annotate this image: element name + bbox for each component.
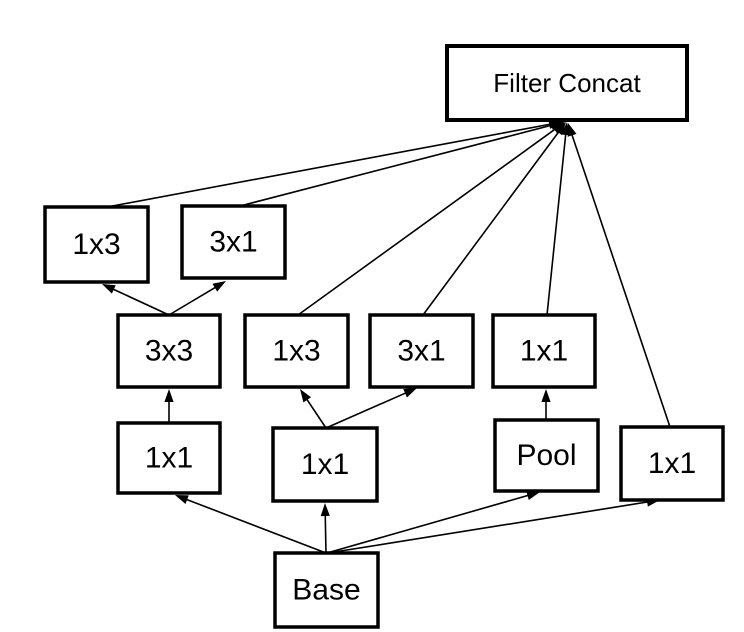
node-base: Base <box>273 551 380 629</box>
node-b1-3x1: 3x1 <box>180 204 287 280</box>
edge-b2-1x1-to-b2-1x3 <box>300 389 327 429</box>
arrowhead-icon <box>212 281 226 292</box>
node-b1-1x3: 1x3 <box>43 205 150 284</box>
arrowhead-icon <box>567 123 577 137</box>
node-box <box>180 204 287 280</box>
node-b3-1x1: 1x1 <box>491 313 597 389</box>
arrowhead-icon <box>554 122 566 136</box>
node-b2-3x1: 3x1 <box>368 313 475 389</box>
edge-base-to-pool <box>326 491 540 554</box>
edge-line <box>168 285 217 316</box>
edge-line <box>324 513 327 554</box>
node-box <box>273 551 380 629</box>
edge-line <box>111 287 170 316</box>
node-label: 1x1 <box>301 448 349 481</box>
node-label: 1x3 <box>72 228 120 261</box>
arrowhead-icon <box>175 495 189 504</box>
node-b2-1x3: 1x3 <box>243 313 350 389</box>
node-label: 3x1 <box>209 226 257 259</box>
edge-line <box>184 498 327 554</box>
edge-b3-1x1-to-filter-concat <box>546 122 571 316</box>
edge-b1-1x1-to-b1-3x3 <box>164 389 174 423</box>
node-label: 1x1 <box>648 447 696 480</box>
node-box <box>243 313 350 389</box>
node-label: 1x3 <box>272 335 320 368</box>
node-box <box>116 421 222 495</box>
node-label: Pool <box>516 439 576 472</box>
node-label: Base <box>292 574 360 607</box>
node-b4-1x1: 1x1 <box>619 425 725 502</box>
node-label: 1x1 <box>520 335 568 368</box>
node-box <box>493 418 600 493</box>
edge-b1-3x1-to-filter-concat <box>239 120 564 207</box>
edge-b2-1x1-to-b2-3x1 <box>325 388 417 429</box>
edge-line <box>570 133 671 428</box>
edge-b1-3x3-to-b1-3x1 <box>168 281 226 316</box>
node-label: 3x3 <box>145 335 193 368</box>
node-label: 1x1 <box>145 442 193 475</box>
arrowhead-icon <box>526 491 540 501</box>
node-box <box>43 205 150 284</box>
edge-line <box>305 397 327 429</box>
node-filter-concat: Filter Concat <box>445 44 689 122</box>
edge-line <box>422 130 561 316</box>
edge-line <box>546 132 567 316</box>
arrowhead-icon <box>300 389 312 403</box>
node-b1-3x3: 3x3 <box>116 313 222 389</box>
node-pool: Pool <box>493 418 600 493</box>
edge-b1-3x3-to-b1-1x3 <box>102 284 170 316</box>
arrowhead-icon <box>320 503 330 517</box>
edge-line <box>297 127 557 316</box>
edge-b4-1x1-to-filter-concat <box>567 123 671 428</box>
arrowhead-icon <box>164 389 174 402</box>
node-label: 3x1 <box>397 335 445 368</box>
arrowhead-icon <box>102 284 116 294</box>
arrowhead-icon <box>403 388 417 398</box>
node-box <box>271 426 379 503</box>
edge-b2-1x3-to-filter-concat <box>297 122 565 316</box>
node-b2-1x1: 1x1 <box>271 426 379 503</box>
node-b1-1x1: 1x1 <box>116 421 222 495</box>
edge-line <box>325 391 408 429</box>
node-box <box>116 313 222 389</box>
edge-pool-to-b3-1x1 <box>541 389 551 420</box>
edge-b1-1x3-to-filter-concat <box>106 119 562 208</box>
node-box <box>445 44 689 122</box>
edge-b2-3x1-to-filter-concat <box>422 122 566 316</box>
node-label: Filter Concat <box>493 68 641 98</box>
edge-base-to-b1-1x1 <box>175 495 327 554</box>
edge-line <box>106 123 552 208</box>
node-box <box>368 313 475 389</box>
arrowhead-icon <box>541 389 551 402</box>
edge-line <box>326 494 530 554</box>
edge-base-to-b2-1x1 <box>320 503 330 554</box>
edge-line <box>327 500 650 554</box>
node-box <box>619 425 725 502</box>
node-box <box>491 313 597 389</box>
edge-line <box>239 123 554 207</box>
